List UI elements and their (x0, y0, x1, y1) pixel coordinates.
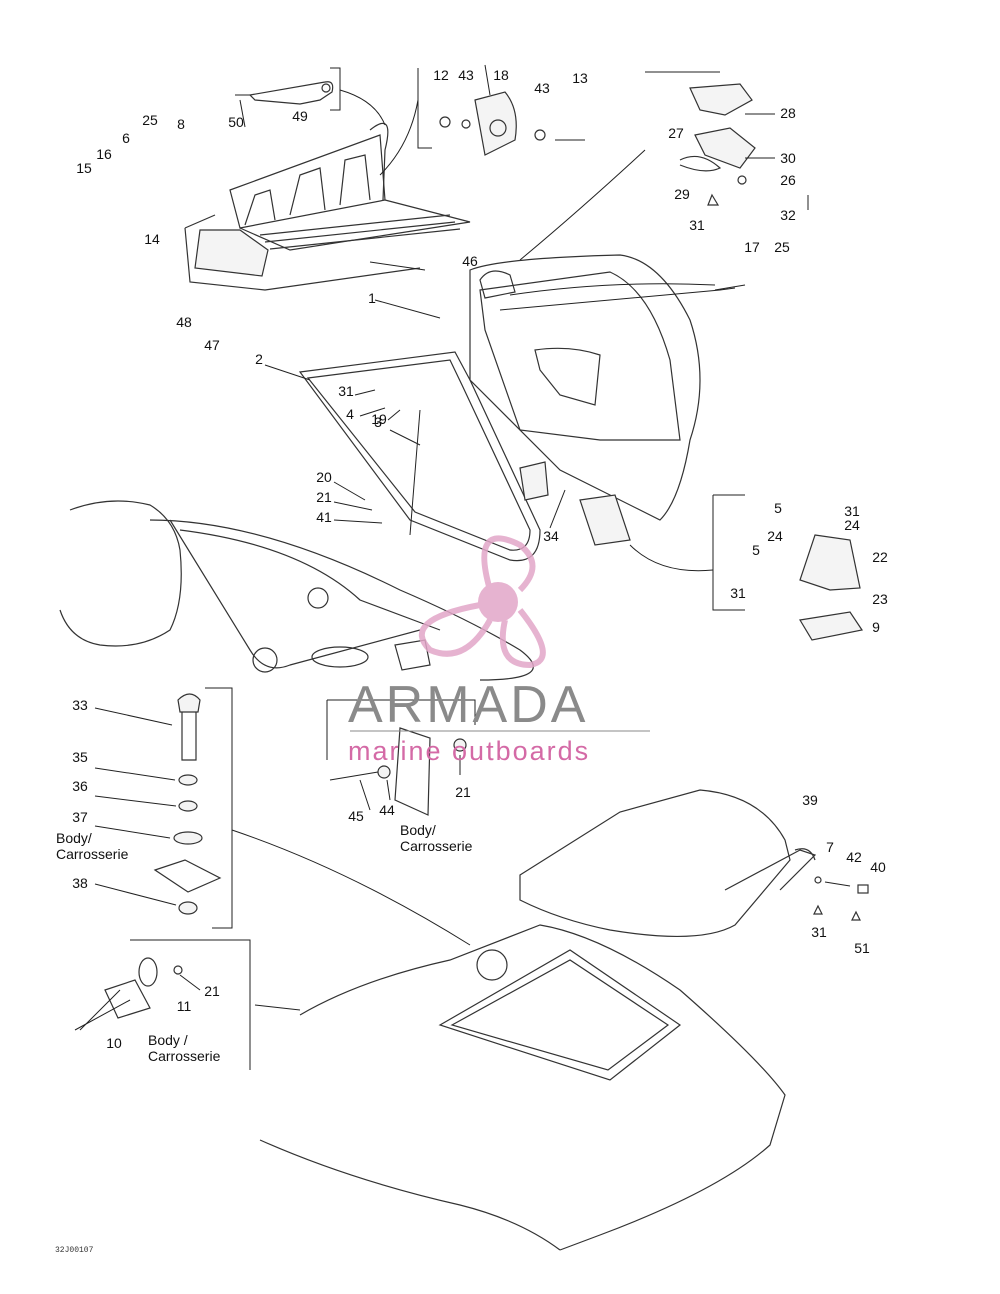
callout-c14: 14 (144, 231, 160, 247)
callout-c12: 12 (433, 67, 449, 83)
callout-c40: 40 (870, 859, 886, 875)
watermark-subtitle: marine outboards (348, 736, 590, 766)
callout-c5a: 5 (774, 500, 782, 516)
callout-c23: 23 (872, 591, 888, 607)
callout-c13: 13 (572, 70, 588, 86)
watermark-title: ARMADA (348, 676, 588, 734)
callout-c10: 10 (106, 1035, 122, 1051)
callout-c25b: 25 (774, 239, 790, 255)
callout-c18: 18 (493, 67, 509, 83)
callout-c21b: 21 (455, 784, 471, 800)
watermark: ARMADA marine outboards (348, 676, 650, 766)
callout-c21c: 21 (204, 983, 220, 999)
parts-line-art (59, 64, 869, 1251)
callout-c26: 26 (780, 172, 796, 188)
callout-c43b: 43 (534, 80, 550, 96)
callout-c31e: 31 (811, 924, 827, 940)
clip-detail-drawing (74, 957, 183, 1031)
callout-c31d: 31 (730, 585, 746, 601)
label-body2: Body/Carrosserie (400, 822, 473, 854)
storage-tray-drawing (184, 122, 471, 291)
front-cover-drawing (469, 254, 736, 521)
callout-c28: 28 (780, 105, 796, 121)
propeller-logo (418, 535, 546, 669)
callout-c31c: 31 (844, 503, 860, 519)
label-line: Carrosserie (148, 1048, 221, 1064)
seat-drawing (519, 789, 817, 938)
label-line: Carrosserie (400, 838, 473, 854)
callout-c39: 39 (802, 792, 818, 808)
callout-c22: 22 (872, 549, 888, 565)
callout-c37: 37 (72, 809, 88, 825)
callout-c9: 9 (872, 619, 880, 635)
hinge-plate-drawing (519, 461, 863, 641)
callout-c19: 19 (371, 411, 387, 427)
label-line: Body / (148, 1032, 188, 1048)
callout-c2: 2 (255, 351, 263, 367)
callout-c41: 41 (316, 509, 332, 525)
callout-c33: 33 (72, 697, 88, 713)
callout-c15: 15 (76, 160, 92, 176)
callout-c25a: 25 (142, 112, 158, 128)
callout-c3: 3 (374, 414, 382, 430)
callout-c27: 27 (668, 125, 684, 141)
hull-deck-drawing (59, 500, 534, 681)
pin-detail-drawing (813, 876, 869, 921)
callout-c1: 1 (368, 290, 376, 306)
latch-handle-drawing (519, 71, 756, 261)
callout-c24b: 24 (767, 528, 783, 544)
fastener-detail-drawing (326, 699, 476, 816)
latch-bracket-drawing (379, 68, 585, 176)
callout-c8: 8 (177, 116, 185, 132)
callout-c49: 49 (292, 108, 308, 124)
callout-c35: 35 (72, 749, 88, 765)
callout-c20: 20 (316, 469, 332, 485)
callout-c38: 38 (72, 875, 88, 891)
callout-c4: 4 (346, 406, 354, 422)
callout-c29: 29 (674, 186, 690, 202)
bumper-stack-drawing (130, 687, 251, 1070)
callout-c48: 48 (176, 314, 192, 330)
callout-c50: 50 (228, 114, 244, 130)
label-body3: Body /Carrosserie (148, 1032, 221, 1064)
label-line: Body/ (400, 822, 436, 838)
callout-c44: 44 (379, 802, 395, 818)
callout-c24a: 24 (844, 517, 860, 533)
callout-c36: 36 (72, 778, 88, 794)
callout-c5b: 5 (752, 542, 760, 558)
drawing-code: 32J00107 (55, 1246, 94, 1255)
callout-c34: 34 (543, 528, 559, 544)
callout-c47: 47 (204, 337, 220, 353)
callout-c11: 11 (177, 998, 192, 1014)
callout-c45: 45 (348, 808, 364, 824)
callout-c21a: 21 (316, 489, 332, 505)
gasket-drawing (298, 351, 541, 562)
hinge-arm-drawing (235, 67, 386, 126)
callout-c51: 51 (854, 940, 870, 956)
callout-c43a: 43 (458, 67, 474, 83)
callout-c17: 17 (744, 239, 760, 255)
hull-rear-drawing (231, 829, 786, 1251)
label-body1: Body/Carrosserie (56, 830, 129, 862)
callout-c30: 30 (780, 150, 796, 166)
callout-c32: 32 (780, 207, 796, 223)
callout-c6: 6 (122, 130, 130, 146)
callout-c7: 7 (826, 839, 834, 855)
callout-c31a: 31 (689, 217, 705, 233)
callout-c46: 46 (462, 253, 478, 269)
label-line: Body/ (56, 830, 92, 846)
callout-c42: 42 (846, 849, 862, 865)
label-line: Carrosserie (56, 846, 129, 862)
callout-c31b: 31 (338, 383, 354, 399)
callout-c16: 16 (96, 146, 112, 162)
leader-lines (79, 64, 809, 1031)
